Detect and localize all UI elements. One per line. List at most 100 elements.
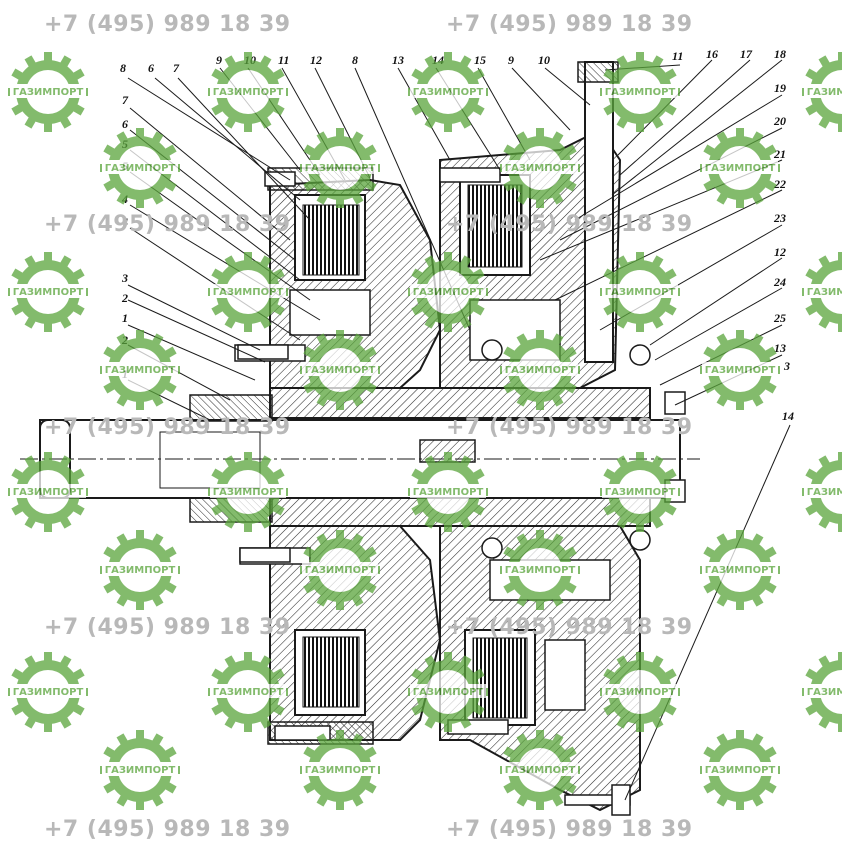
callout-right-4: 19 [774, 81, 786, 95]
gazimport-logo-text: ГАЗИМПОРТ [213, 287, 284, 298]
watermark-phone-4: +7 (495) 989 18 39 [446, 212, 693, 237]
watermark-phone-1: +7 (495) 989 18 39 [44, 12, 291, 37]
gazimport-logo-text: ГАЗИМПОРТ [305, 163, 376, 174]
callout-right-14: 14 [782, 409, 794, 423]
gazimport-logo-text: ГАЗИМПОРТ [705, 365, 776, 376]
callout-right-13: 3 [783, 359, 790, 373]
gazimport-logo-icon: ГАЗИМПОРТ [802, 52, 842, 132]
gazimport-logo-icon: ГАЗИМПОРТ [208, 452, 288, 532]
gazimport-logo-text: ГАЗИМПОРТ [705, 163, 776, 174]
callout-right-8: 23 [773, 211, 786, 225]
watermark-phone-7: +7 (495) 989 18 39 [44, 615, 291, 640]
gazimport-logo-text: ГАЗИМПОРТ [705, 765, 776, 776]
right-clutch-upper [439, 61, 651, 389]
gazimport-logo-icon: ГАЗИМПОРТ [802, 652, 842, 732]
gazimport-logo-text: ГАЗИМПОРТ [505, 765, 576, 776]
gazimport-logo-text: ГАЗИМПОРТ [105, 565, 176, 576]
gazimport-logo-text: ГАЗИМПОРТ [807, 87, 842, 98]
gazimport-logo-icon: ГАЗИМПОРТ [100, 530, 180, 610]
callout-right-11: 25 [773, 311, 786, 325]
callout-left-5: 6 [122, 117, 128, 131]
gazimport-logo-text: ГАЗИМПОРТ [213, 487, 284, 498]
gazimport-logo-text: ГАЗИМПОРТ [705, 565, 776, 576]
gazimport-logo-icon: ГАЗИМПОРТ [408, 252, 488, 332]
callout-right-7: 22 [773, 177, 786, 191]
gazimport-logo-text: ГАЗИМПОРТ [505, 565, 576, 576]
gazimport-logo-icon: ГАЗИМПОРТ [8, 452, 88, 532]
callout-right-1: 16 [706, 47, 718, 61]
gazimport-logo-icon: ГАЗИМПОРТ [300, 530, 380, 610]
callout-top-4: 12 [310, 53, 322, 67]
main-shaft [20, 419, 700, 499]
gazimport-logo-text: ГАЗИМПОРТ [105, 163, 176, 174]
gazimport-logo-text: ГАЗИМПОРТ [605, 287, 676, 298]
callout-top-6: 13 [392, 53, 404, 67]
gazimport-logo-text: ГАЗИМПОРТ [13, 287, 84, 298]
gazimport-logo-text: ГАЗИМПОРТ [605, 487, 676, 498]
gazimport-logo-icon: ГАЗИМПОРТ [408, 652, 488, 732]
gazimport-logo-text: ГАЗИМПОРТ [13, 487, 84, 498]
gazimport-logo-icon: ГАЗИМПОРТ [408, 52, 488, 132]
callout-right-6: 21 [773, 147, 786, 161]
gazimport-logo-icon: ГАЗИМПОРТ [8, 652, 88, 732]
gazimport-logo-icon: ГАЗИМПОРТ [802, 252, 842, 332]
gazimport-logo-icon: ГАЗИМПОРТ [300, 330, 380, 410]
gazimport-logo-icon: ГАЗИМПОРТ [300, 730, 380, 810]
gazimport-logo-icon: ГАЗИМПОРТ [600, 252, 680, 332]
gazimport-logo-text: ГАЗИМПОРТ [413, 287, 484, 298]
gazimport-logo-icon: ГАЗИМПОРТ [208, 52, 288, 132]
callout-top-11: 11 [672, 49, 683, 63]
callout-left-11: 2 [121, 291, 128, 305]
bolts [237, 167, 686, 816]
callout-top-3: 11 [278, 53, 289, 67]
gazimport-logo-icon: ГАЗИМПОРТ [208, 652, 288, 732]
callout-left-9: 4 [121, 215, 128, 229]
callout-top-9: 9 [508, 53, 514, 67]
gazimport-logo-text: ГАЗИМПОРТ [13, 87, 84, 98]
watermark-phone-3: +7 (495) 989 18 39 [44, 212, 291, 237]
gazimport-logo-icon: ГАЗИМПОРТ [100, 730, 180, 810]
gazimport-logo-icon: ГАЗИМПОРТ [500, 330, 580, 410]
gazimport-logo-icon: ГАЗИМПОРТ [500, 128, 580, 208]
gazimport-logo-text: ГАЗИМПОРТ [413, 87, 484, 98]
gazimport-logo-icon: ГАЗИМПОРТ [700, 730, 780, 810]
gazimport-logo-text: ГАЗИМПОРТ [213, 87, 284, 98]
gazimport-logo-icon: ГАЗИМПОРТ [500, 530, 580, 610]
watermark-phone-8: +7 (495) 989 18 39 [446, 615, 693, 640]
gazimport-logo-icon: ГАЗИМПОРТ [600, 52, 680, 132]
gazimport-logo-text: ГАЗИМПОРТ [807, 687, 842, 698]
callout-right-10: 24 [773, 275, 786, 289]
gazimport-logo-text: ГАЗИМПОРТ [305, 365, 376, 376]
callout-top-10: 10 [538, 53, 550, 67]
gazimport-logo-text: ГАЗИМПОРТ [105, 365, 176, 376]
callout-left-3: 7 [173, 61, 180, 75]
gazimport-logo-icon: ГАЗИМПОРТ [8, 52, 88, 132]
gazimport-logo-icon: ГАЗИМПОРТ [700, 330, 780, 410]
gazimport-logo-icon: ГАЗИМПОРТ [8, 252, 88, 332]
gazimport-logo-text: ГАЗИМПОРТ [105, 765, 176, 776]
callout-right-2: 17 [740, 47, 753, 61]
gazimport-logo-icon: ГАЗИМПОРТ [500, 730, 580, 810]
gazimport-logo-text: ГАЗИМПОРТ [807, 287, 842, 298]
callout-top-5: 8 [352, 53, 358, 67]
gazimport-logo-icon: ГАЗИМПОРТ [408, 452, 488, 532]
gazimport-logo-icon: ГАЗИМПОРТ [700, 530, 780, 610]
gazimport-logo-icon: ГАЗИМПОРТ [100, 330, 180, 410]
gazimport-logo-icon: ГАЗИМПОРТ [802, 452, 842, 532]
callout-top-1: 9 [216, 53, 222, 67]
gazimport-logo-text: ГАЗИМПОРТ [213, 687, 284, 698]
gazimport-logo-text: ГАЗИМПОРТ [305, 565, 376, 576]
gazimport-logo-icon: ГАЗИМПОРТ [600, 452, 680, 532]
gazimport-logo-text: ГАЗИМПОРТ [605, 687, 676, 698]
callout-top-8: 15 [474, 53, 486, 67]
callout-right-5: 20 [773, 114, 786, 128]
gazimport-logo-text: ГАЗИМПОРТ [807, 487, 842, 498]
gazimport-logo-text: ГАЗИМПОРТ [305, 765, 376, 776]
gazimport-logo-text: ГАЗИМПОРТ [505, 163, 576, 174]
callout-right-9: 12 [774, 245, 786, 259]
gazimport-logo-text: ГАЗИМПОРТ [505, 365, 576, 376]
gazimport-logo-icon: ГАЗИМПОРТ [208, 252, 288, 332]
callout-left-1: 8 [120, 61, 126, 75]
